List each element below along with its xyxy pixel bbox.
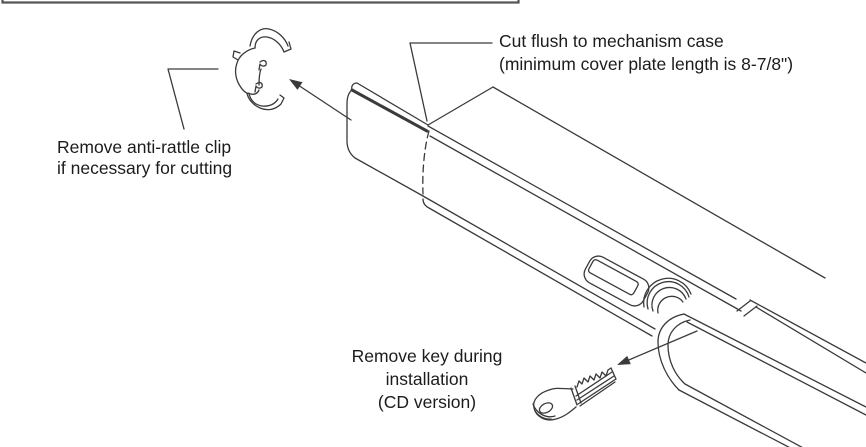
- push-bar-drawing: [657, 313, 866, 447]
- key-drawing: [532, 367, 617, 421]
- mechanism-case-drawing: [422, 86, 866, 374]
- anti-rattle-clip-drawing: [232, 28, 292, 111]
- key-arrow-icon: [617, 330, 698, 365]
- cut-flush-leader-line: [409, 42, 493, 122]
- label-anti-rattle-clip: Remove anti-rattle clip if necessary for…: [57, 137, 233, 178]
- cylinder-cutout-drawing: [583, 255, 650, 307]
- label-remove-key: Remove key during installation (CD versi…: [351, 346, 503, 412]
- label-cut-flush: Cut flush to mechanism case (minimum cov…: [499, 31, 794, 74]
- cut-line-dashed: [422, 130, 430, 195]
- cover-plate-drawing: [346, 82, 429, 197]
- exit-device-drawing: [346, 82, 866, 447]
- clip-arrow-icon: [289, 79, 352, 121]
- top-border-box: [1, 0, 520, 4]
- cylinder-drawing: [642, 277, 692, 314]
- anti-rattle-leader-line: [167, 68, 219, 130]
